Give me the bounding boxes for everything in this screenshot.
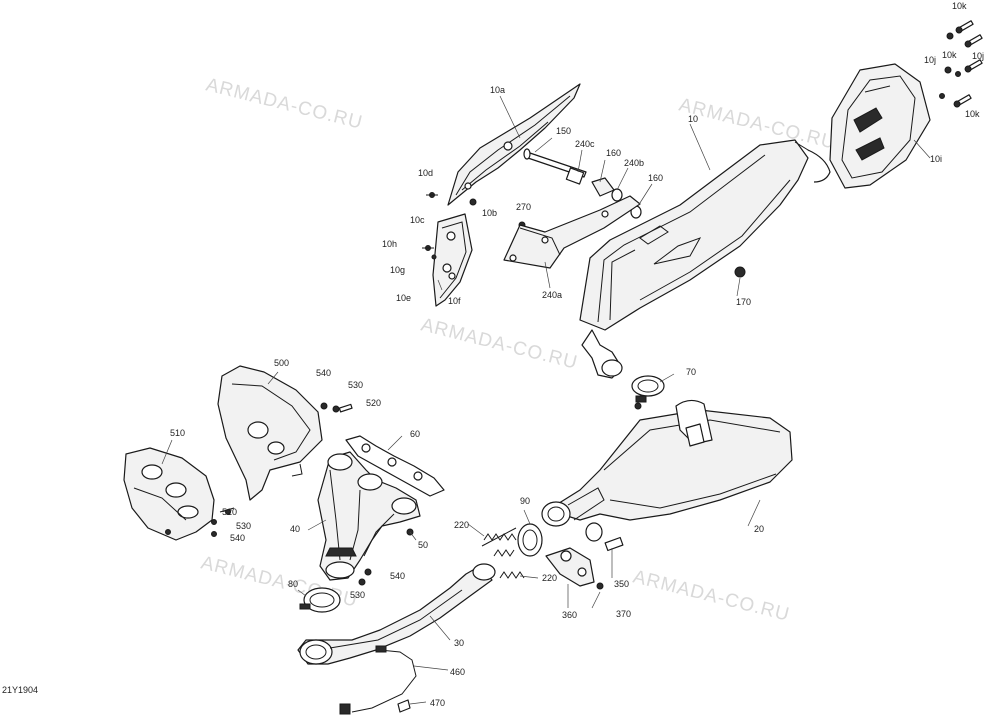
callout-370: 370 <box>616 609 631 619</box>
callout-470: 470 <box>430 698 445 708</box>
watermark-text: ARMADA-CO.RU <box>204 74 365 133</box>
part-80-clamp <box>299 587 341 613</box>
part-240a-bracket <box>503 195 641 269</box>
part-510-heat-shield <box>123 447 215 541</box>
callout-520: 520 <box>222 507 237 517</box>
callout-240a: 240a <box>542 290 562 300</box>
callout-20: 20 <box>754 524 764 534</box>
part-60-gasket <box>345 435 445 497</box>
callout-10i: 10i <box>930 154 942 164</box>
callout-10h: 10h <box>382 239 397 249</box>
callout-70: 70 <box>686 367 696 377</box>
callout-270: 270 <box>516 202 531 212</box>
callout-labels: 10a 10 10i 10k 10k 10k 10j 10j 150 240c … <box>2 1 984 708</box>
callout-170: 170 <box>736 297 751 307</box>
part-10i-end-cap <box>829 63 931 189</box>
callout-350: 350 <box>614 579 629 589</box>
watermark-text: ARMADA-CO.RU <box>419 314 580 373</box>
small-fasteners-lower <box>211 402 642 586</box>
part-10a-upper-shield <box>447 83 581 206</box>
callout-10j: 10j <box>924 55 936 65</box>
callout-10c: 10c <box>410 215 425 225</box>
part-70-clamp <box>631 375 665 403</box>
part-90-gasket-ring <box>517 523 543 557</box>
callout-530: 530 <box>348 380 363 390</box>
callout-10a: 10a <box>490 85 505 95</box>
callout-460: 460 <box>450 667 465 677</box>
callout-540: 540 <box>230 533 245 543</box>
part-460-sensor-cable <box>339 645 417 715</box>
callout-220: 220 <box>542 573 557 583</box>
part-360-bracket <box>545 547 604 590</box>
part-10-silencer <box>579 139 831 379</box>
part-40-exhaust-manifold <box>317 451 421 581</box>
callout-10f: 10f <box>448 296 461 306</box>
callout-520: 520 <box>366 398 381 408</box>
callout-160: 160 <box>606 148 621 158</box>
callout-40: 40 <box>290 524 300 534</box>
watermark-text: ARMADA-CO.RU <box>631 566 792 625</box>
callout-10k: 10k <box>965 109 980 119</box>
callout-530: 530 <box>236 521 251 531</box>
leader-lines <box>161 95 931 705</box>
part-350-bushing <box>585 522 624 552</box>
callout-80: 80 <box>288 579 298 589</box>
callout-10: 10 <box>688 114 698 124</box>
callout-50: 50 <box>418 540 428 550</box>
part-20-rear-muffler <box>541 399 793 527</box>
callout-10d: 10d <box>418 168 433 178</box>
callout-510: 510 <box>170 428 185 438</box>
callout-530: 530 <box>350 590 365 600</box>
fasteners-10k-10j <box>939 20 983 108</box>
part-150-bolt-and-spacers <box>523 148 642 219</box>
diagram-code: 21Y1904 <box>2 685 38 695</box>
callout-30: 30 <box>454 638 464 648</box>
callout-160: 160 <box>648 173 663 183</box>
callout-10k: 10k <box>942 50 957 60</box>
callout-60: 60 <box>410 429 420 439</box>
callout-150: 150 <box>556 126 571 136</box>
watermark-text: ARMADA-CO.RU <box>677 94 838 153</box>
callout-240c: 240c <box>575 139 595 149</box>
callout-500: 500 <box>274 358 289 368</box>
callout-360: 360 <box>562 610 577 620</box>
callout-240b: 240b <box>624 158 644 168</box>
callout-10b: 10b <box>482 208 497 218</box>
part-500-heat-shield <box>217 365 323 501</box>
callout-10j: 10j <box>972 51 984 61</box>
callout-10k: 10k <box>952 1 967 11</box>
callout-540: 540 <box>390 571 405 581</box>
callout-10g: 10g <box>390 265 405 275</box>
part-30-front-pipe <box>297 563 496 665</box>
callout-10e: 10e <box>396 293 411 303</box>
callout-220: 220 <box>454 520 469 530</box>
callout-90: 90 <box>520 496 530 506</box>
part-220-springs <box>481 527 525 579</box>
callout-540: 540 <box>316 368 331 378</box>
part-10e-side-shield <box>432 213 473 307</box>
